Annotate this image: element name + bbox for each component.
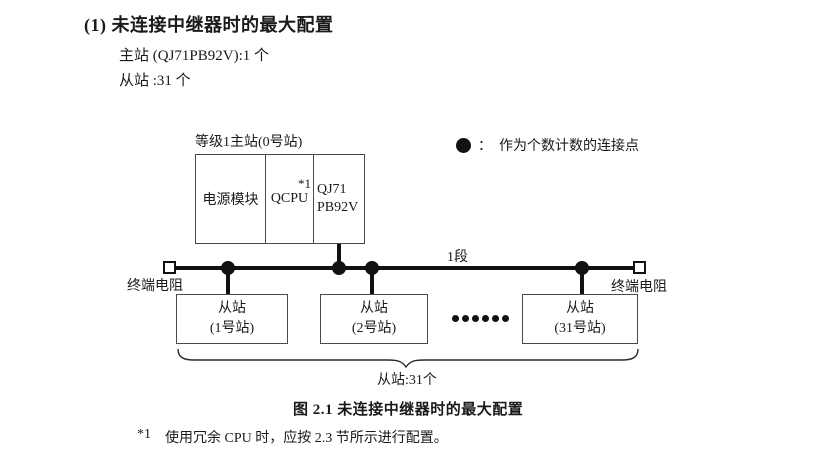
slave-31-label: 从站 <box>566 301 594 317</box>
terminator-right-label: 终端电阻 <box>611 280 667 295</box>
legend-text: 作为个数计数的连接点 <box>499 139 639 154</box>
slave-1-label: 从站 <box>218 301 246 317</box>
legend: ： 作为个数计数的连接点 <box>456 135 639 155</box>
bus-segment-line <box>176 266 633 270</box>
pb92v-label: PB92V <box>317 200 359 215</box>
master-count-line: 主站 (QJ71PB92V):1 个 <box>119 48 270 64</box>
section-heading: (1) 未连接中继器时的最大配置 <box>84 15 334 35</box>
slave-2-label: 从站 <box>360 301 388 317</box>
connection-node-icon <box>575 261 589 275</box>
slave-count-line: 从站 :31 个 <box>119 73 191 89</box>
connection-node-icon <box>365 261 379 275</box>
master-drop-line <box>337 244 341 268</box>
connection-node-icon <box>332 261 346 275</box>
footnote-text: 使用冗余 CPU 时，应按 2.3 节所示进行配置。 <box>165 431 448 446</box>
connection-node-icon <box>221 261 235 275</box>
ellipsis-dots-icon <box>452 315 509 322</box>
slave-station-1-box: 从站 (1号站) <box>176 294 288 344</box>
qcpu-cell: QCPU *1 <box>266 155 314 243</box>
footnote: *1 使用冗余 CPU 时，应按 2.3 节所示进行配置。 <box>137 427 448 447</box>
master-station-label: 等级1主站(0号站) <box>195 135 303 150</box>
terminating-resistor-left-icon <box>163 261 176 274</box>
slave-31-number: (31号站) <box>554 321 606 336</box>
figure-caption: 图 2.1 未连接中继器时的最大配置 <box>293 402 524 418</box>
slave2-drop-line <box>370 268 374 295</box>
segment-label: 1段 <box>447 250 468 265</box>
slave31-drop-line <box>580 268 584 295</box>
slave-2-number: (2号站) <box>351 321 397 336</box>
terminating-resistor-right-icon <box>633 261 646 274</box>
qcpu-label: QCPU <box>270 191 309 206</box>
footnote-marker: *1 <box>137 427 151 442</box>
master-station-box: 电源模块 QCPU *1 QJ71 PB92V <box>195 154 365 244</box>
power-module-cell: 电源模块 <box>196 155 266 243</box>
slave-1-number: (1号站) <box>209 321 255 336</box>
slave-count-brace-icon <box>177 348 639 369</box>
legend-separator: ： <box>478 139 492 154</box>
connection-point-icon <box>456 137 471 153</box>
slave-count-brace-label: 从站:31个 <box>377 373 437 388</box>
qcpu-footnote-marker: *1 <box>298 176 311 191</box>
slave-station-31-box: 从站 (31号站) <box>522 294 638 344</box>
qj71-label: QJ71 <box>317 181 347 197</box>
slave1-drop-line <box>226 268 230 295</box>
qj71pb92v-cell: QJ71 PB92V <box>314 155 364 243</box>
slave-station-2-box: 从站 (2号站) <box>320 294 428 344</box>
terminator-left-label: 终端电阻 <box>127 279 183 294</box>
